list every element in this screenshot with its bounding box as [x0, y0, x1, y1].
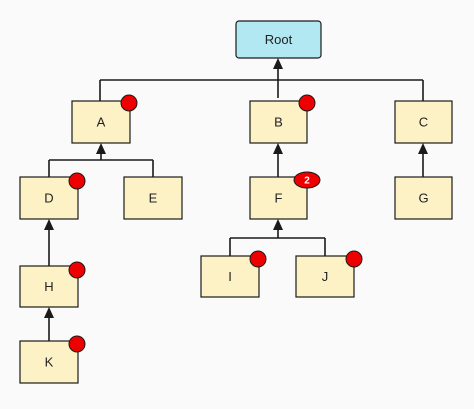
node-i-badge: [249, 250, 267, 268]
node-f-badge-count: 2: [304, 176, 310, 187]
node-f[interactable]: F 2: [249, 171, 321, 220]
node-root-label: Root: [265, 32, 293, 47]
node-a-label: A: [97, 115, 106, 130]
node-e[interactable]: E: [123, 176, 183, 220]
node-i[interactable]: I: [200, 250, 267, 298]
node-d-label: D: [44, 191, 53, 206]
node-h[interactable]: H: [19, 261, 86, 308]
node-j-badge: [345, 250, 363, 268]
arrow-h: [44, 307, 54, 318]
node-d-badge: [68, 172, 86, 190]
arrow-b: [273, 143, 283, 154]
node-j[interactable]: J: [295, 250, 363, 298]
node-g[interactable]: G: [394, 176, 453, 220]
node-f-label: F: [275, 191, 283, 206]
node-g-label: G: [418, 191, 428, 206]
connectors: [44, 58, 428, 341]
node-d[interactable]: D: [19, 172, 86, 220]
node-root[interactable]: Root: [235, 20, 322, 59]
node-f-badge: [293, 171, 321, 189]
node-e-label: E: [149, 191, 158, 206]
node-b[interactable]: B: [249, 94, 316, 144]
node-a[interactable]: A: [71, 94, 138, 144]
arrow-root: [273, 58, 283, 69]
node-a-badge: [120, 94, 138, 112]
node-c-label: C: [419, 115, 428, 130]
node-c[interactable]: C: [394, 100, 453, 144]
node-k[interactable]: K: [19, 335, 86, 384]
node-b-label: B: [274, 115, 283, 130]
node-h-badge: [68, 261, 86, 279]
node-h-label: H: [44, 279, 53, 294]
node-k-badge: [68, 335, 86, 353]
node-j-label: J: [322, 269, 329, 284]
arrow-d: [44, 219, 54, 230]
arrow-c: [418, 143, 428, 154]
node-k-label: K: [45, 355, 54, 370]
arrow-a: [96, 143, 106, 154]
node-i-label: I: [228, 269, 232, 284]
connector-root-children: [99, 62, 424, 101]
node-b-badge: [298, 94, 316, 112]
arrow-f: [273, 219, 283, 230]
